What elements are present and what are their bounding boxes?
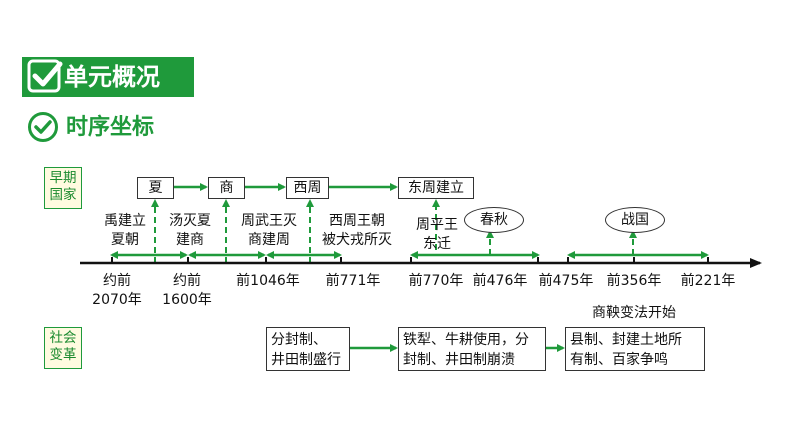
tick-line: 2070年: [92, 292, 142, 308]
tick-line: 约前: [173, 273, 201, 289]
tick-label: 前1046年: [236, 273, 300, 289]
note-west-zhou-end: 西周王朝 被犬戎所灭: [314, 212, 400, 250]
note-line: 建商: [176, 232, 204, 248]
note-line: 夏朝: [111, 232, 139, 248]
reform-note: 商鞅变法开始: [592, 305, 676, 321]
tick-label: 前475年: [538, 273, 594, 289]
tick-label: 前476年: [472, 273, 528, 289]
note-line: 禹建立: [104, 213, 146, 229]
note-shang-founding: 汤灭夏 建商: [162, 212, 218, 250]
note-line: 东迁: [423, 236, 451, 252]
box-east-zhou: 东周建立: [398, 177, 474, 199]
label-social-change-text: 社会变革: [49, 330, 77, 363]
change-box-spring-autumn: 铁犁、牛耕使用，分 封制、井田制崩溃: [398, 327, 546, 371]
note-line: 西周王朝: [329, 213, 385, 229]
tick-label: 前221年: [680, 273, 736, 289]
box-xia: 夏: [137, 177, 174, 199]
note-east-move: 周平王 东迁: [408, 216, 466, 254]
box-shang: 商: [208, 177, 245, 199]
change-line: 县制、封建土地所: [570, 332, 682, 348]
note-zhou-founding: 周武王灭 商建周: [232, 212, 306, 250]
change-line: 有制、百家争鸣: [570, 352, 668, 368]
tick-line: 约前: [103, 273, 131, 289]
note-line: 商建周: [248, 232, 290, 248]
change-line: 封制、井田制崩溃: [403, 352, 515, 368]
change-line: 铁犁、牛耕使用，分: [403, 332, 529, 348]
tick-label: 前770年: [408, 273, 464, 289]
oval-warring-states: 战国: [605, 207, 665, 233]
box-west-zhou: 西周: [286, 177, 329, 199]
note-line: 周平王: [416, 217, 458, 233]
note-line: 汤灭夏: [169, 213, 211, 229]
change-line: 井田制盛行: [271, 352, 341, 368]
tick-line: 1600年: [162, 292, 212, 308]
check-icon: [27, 59, 63, 93]
tick-label: 前356年: [606, 273, 662, 289]
note-line: 被犬戎所灭: [322, 232, 392, 248]
tick-label: 前771年: [325, 273, 381, 289]
page-title: 单元概况: [64, 63, 160, 91]
tick-label: 约前 1600年: [162, 272, 212, 310]
change-box-early: 分封制、 井田制盛行: [266, 327, 350, 371]
section-subtitle: 时序坐标: [66, 115, 155, 140]
check-circle-icon: [28, 112, 58, 142]
note-xia-founding: 禹建立 夏朝: [97, 212, 153, 250]
label-early-states: 早期国家: [44, 167, 82, 209]
oval-spring-autumn: 春秋: [464, 207, 524, 233]
note-line: 周武王灭: [241, 213, 297, 229]
label-early-states-text: 早期国家: [49, 170, 77, 203]
tick-label: 约前 2070年: [92, 272, 142, 310]
change-box-warring-states: 县制、封建土地所 有制、百家争鸣: [565, 327, 705, 371]
label-social-change: 社会变革: [44, 327, 82, 369]
change-line: 分封制、: [271, 332, 327, 348]
